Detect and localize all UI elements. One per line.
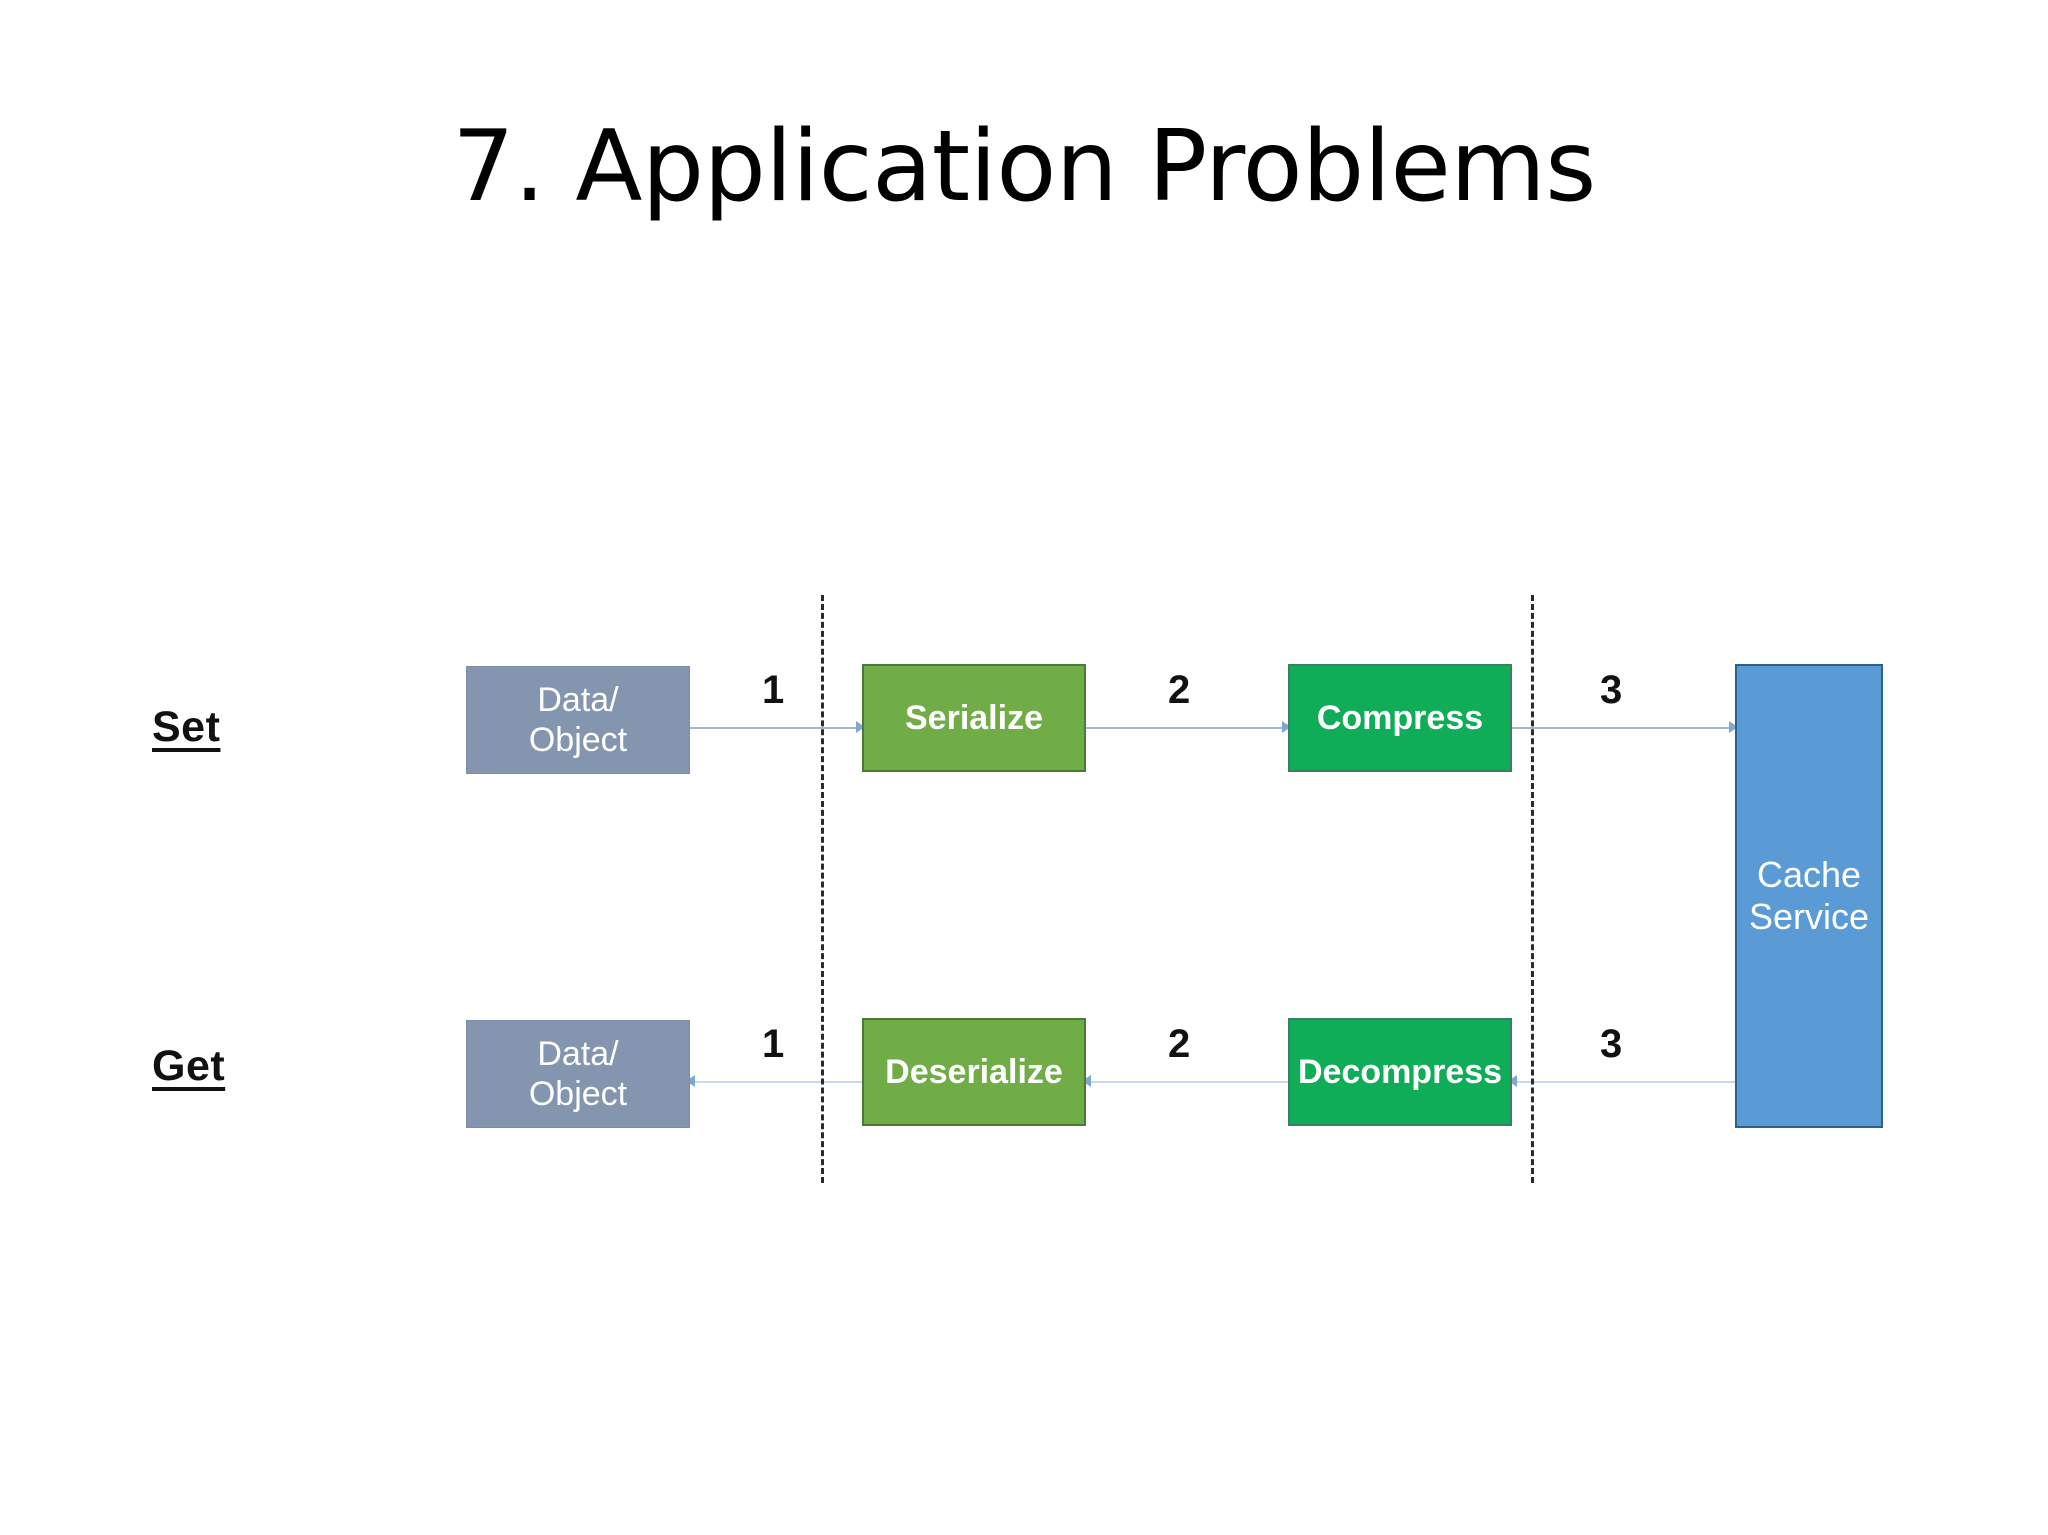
step-number-set-2: 2 [1168, 668, 1191, 712]
dashed-boundary-right [1531, 595, 1534, 1183]
arrowhead-get-2-icon [1082, 1075, 1091, 1087]
arrowhead-set-3-icon [1729, 721, 1738, 733]
node-cache-service-line2: Service [1748, 896, 1870, 937]
node-set-data-object-line2: Object [528, 721, 628, 759]
row-label-set: Set [152, 703, 221, 751]
row-label-get: Get [152, 1042, 226, 1090]
node-get-data-object-line1: Data/ [537, 1034, 619, 1073]
arrowhead-set-2-icon [1282, 721, 1291, 733]
node-get-data-object[interactable]: Data/ Object [466, 1020, 690, 1128]
node-cache-service-line1: Cache [1756, 853, 1862, 895]
connector-set-3 [1512, 727, 1737, 729]
node-compress[interactable]: Compress [1288, 664, 1512, 772]
node-set-data-object-line1: Data/ [537, 680, 619, 719]
step-number-get-3: 3 [1600, 1022, 1623, 1066]
node-set-data-object[interactable]: Data/ Object [466, 666, 690, 774]
connector-get-2 [1086, 1081, 1290, 1083]
step-number-get-1: 1 [762, 1022, 785, 1066]
connector-get-1 [1512, 1081, 1737, 1083]
dashed-boundary-left [821, 595, 824, 1183]
node-decompress[interactable]: Decompress [1288, 1018, 1512, 1126]
node-serialize[interactable]: Serialize [862, 664, 1086, 772]
arrowhead-get-1-icon [1508, 1075, 1517, 1087]
page-title: 7. Application Problems [452, 110, 1596, 224]
connector-set-1 [690, 727, 864, 729]
connector-set-2 [1086, 727, 1290, 729]
node-get-data-object-line2: Object [528, 1075, 628, 1113]
node-cache-service[interactable]: Cache Service [1735, 664, 1883, 1128]
step-number-set-1: 1 [762, 668, 785, 712]
arrowhead-set-1-icon [856, 721, 865, 733]
node-deserialize[interactable]: Deserialize [862, 1018, 1086, 1126]
step-number-set-3: 3 [1600, 668, 1623, 712]
connector-get-3 [690, 1081, 864, 1083]
arrowhead-get-3-icon [686, 1075, 695, 1087]
step-number-get-2: 2 [1168, 1022, 1191, 1066]
